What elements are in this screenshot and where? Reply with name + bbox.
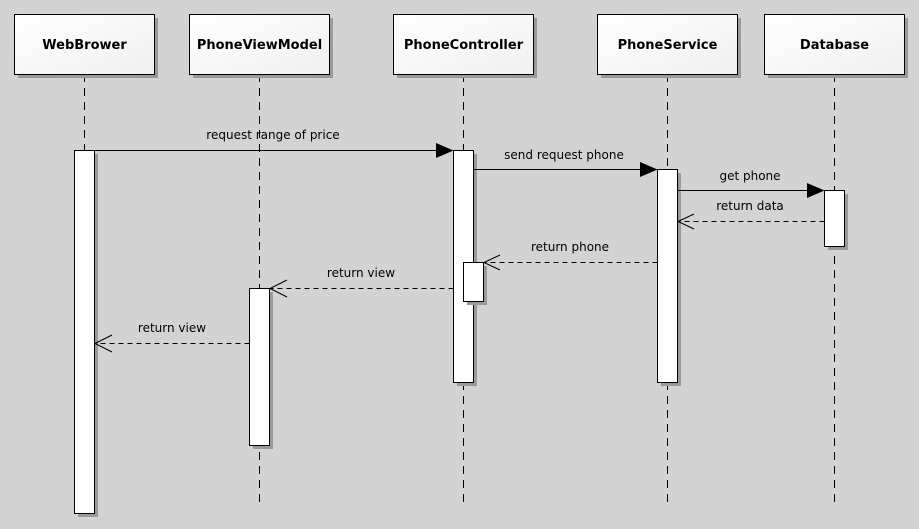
participant-database[interactable]: Database: [764, 14, 909, 79]
message-return-view-to-viewmodel[interactable]: return view: [268, 266, 454, 298]
activation-database[interactable]: [824, 190, 849, 251]
participant-label: WebBrower: [42, 38, 127, 53]
participant-webbrower[interactable]: WebBrower: [14, 14, 159, 79]
participant-phoneviewmodel[interactable]: PhoneViewModel: [189, 14, 334, 79]
participant-label: PhoneController: [404, 38, 524, 53]
participant-phoneservice[interactable]: PhoneService: [597, 14, 742, 79]
activation-webbrower[interactable]: [74, 150, 99, 518]
participant-label: PhoneService: [618, 38, 718, 53]
messages: request range of price send request phon…: [93, 128, 825, 353]
activation-phonecontroller-nested[interactable]: [463, 262, 488, 306]
participant-label: Database: [800, 38, 869, 53]
activation-phoneviewmodel[interactable]: [249, 288, 274, 450]
activation-phoneservice[interactable]: [657, 169, 682, 387]
activations: [74, 150, 849, 518]
filled-arrowhead-icon: [640, 162, 658, 177]
participant-label: PhoneViewModel: [197, 38, 322, 53]
filled-arrowhead-icon: [436, 143, 454, 158]
message-label: return view: [138, 321, 206, 335]
open-arrowhead-icon: [93, 334, 113, 353]
open-arrowhead-icon: [676, 213, 695, 230]
message-label: return phone: [531, 240, 609, 254]
message-return-data[interactable]: return data: [676, 199, 825, 230]
message-send-request-phone[interactable]: send request phone: [473, 148, 658, 177]
message-request-range-of-price[interactable]: request range of price: [94, 128, 454, 158]
message-return-phone[interactable]: return phone: [482, 240, 658, 271]
open-arrowhead-icon: [482, 254, 501, 271]
message-label: return view: [327, 266, 395, 280]
participant-phonecontroller[interactable]: PhoneController: [393, 14, 538, 79]
message-get-phone[interactable]: get phone: [677, 169, 825, 198]
open-arrowhead-icon: [268, 279, 288, 298]
message-label: request range of price: [206, 128, 339, 142]
message-label: send request phone: [504, 148, 624, 162]
message-label: get phone: [719, 169, 780, 183]
message-label: return data: [716, 199, 784, 213]
filled-arrowhead-icon: [807, 183, 825, 198]
participants: WebBrower PhoneViewModel PhoneController…: [14, 14, 909, 79]
message-return-view-to-browser[interactable]: return view: [93, 321, 250, 353]
